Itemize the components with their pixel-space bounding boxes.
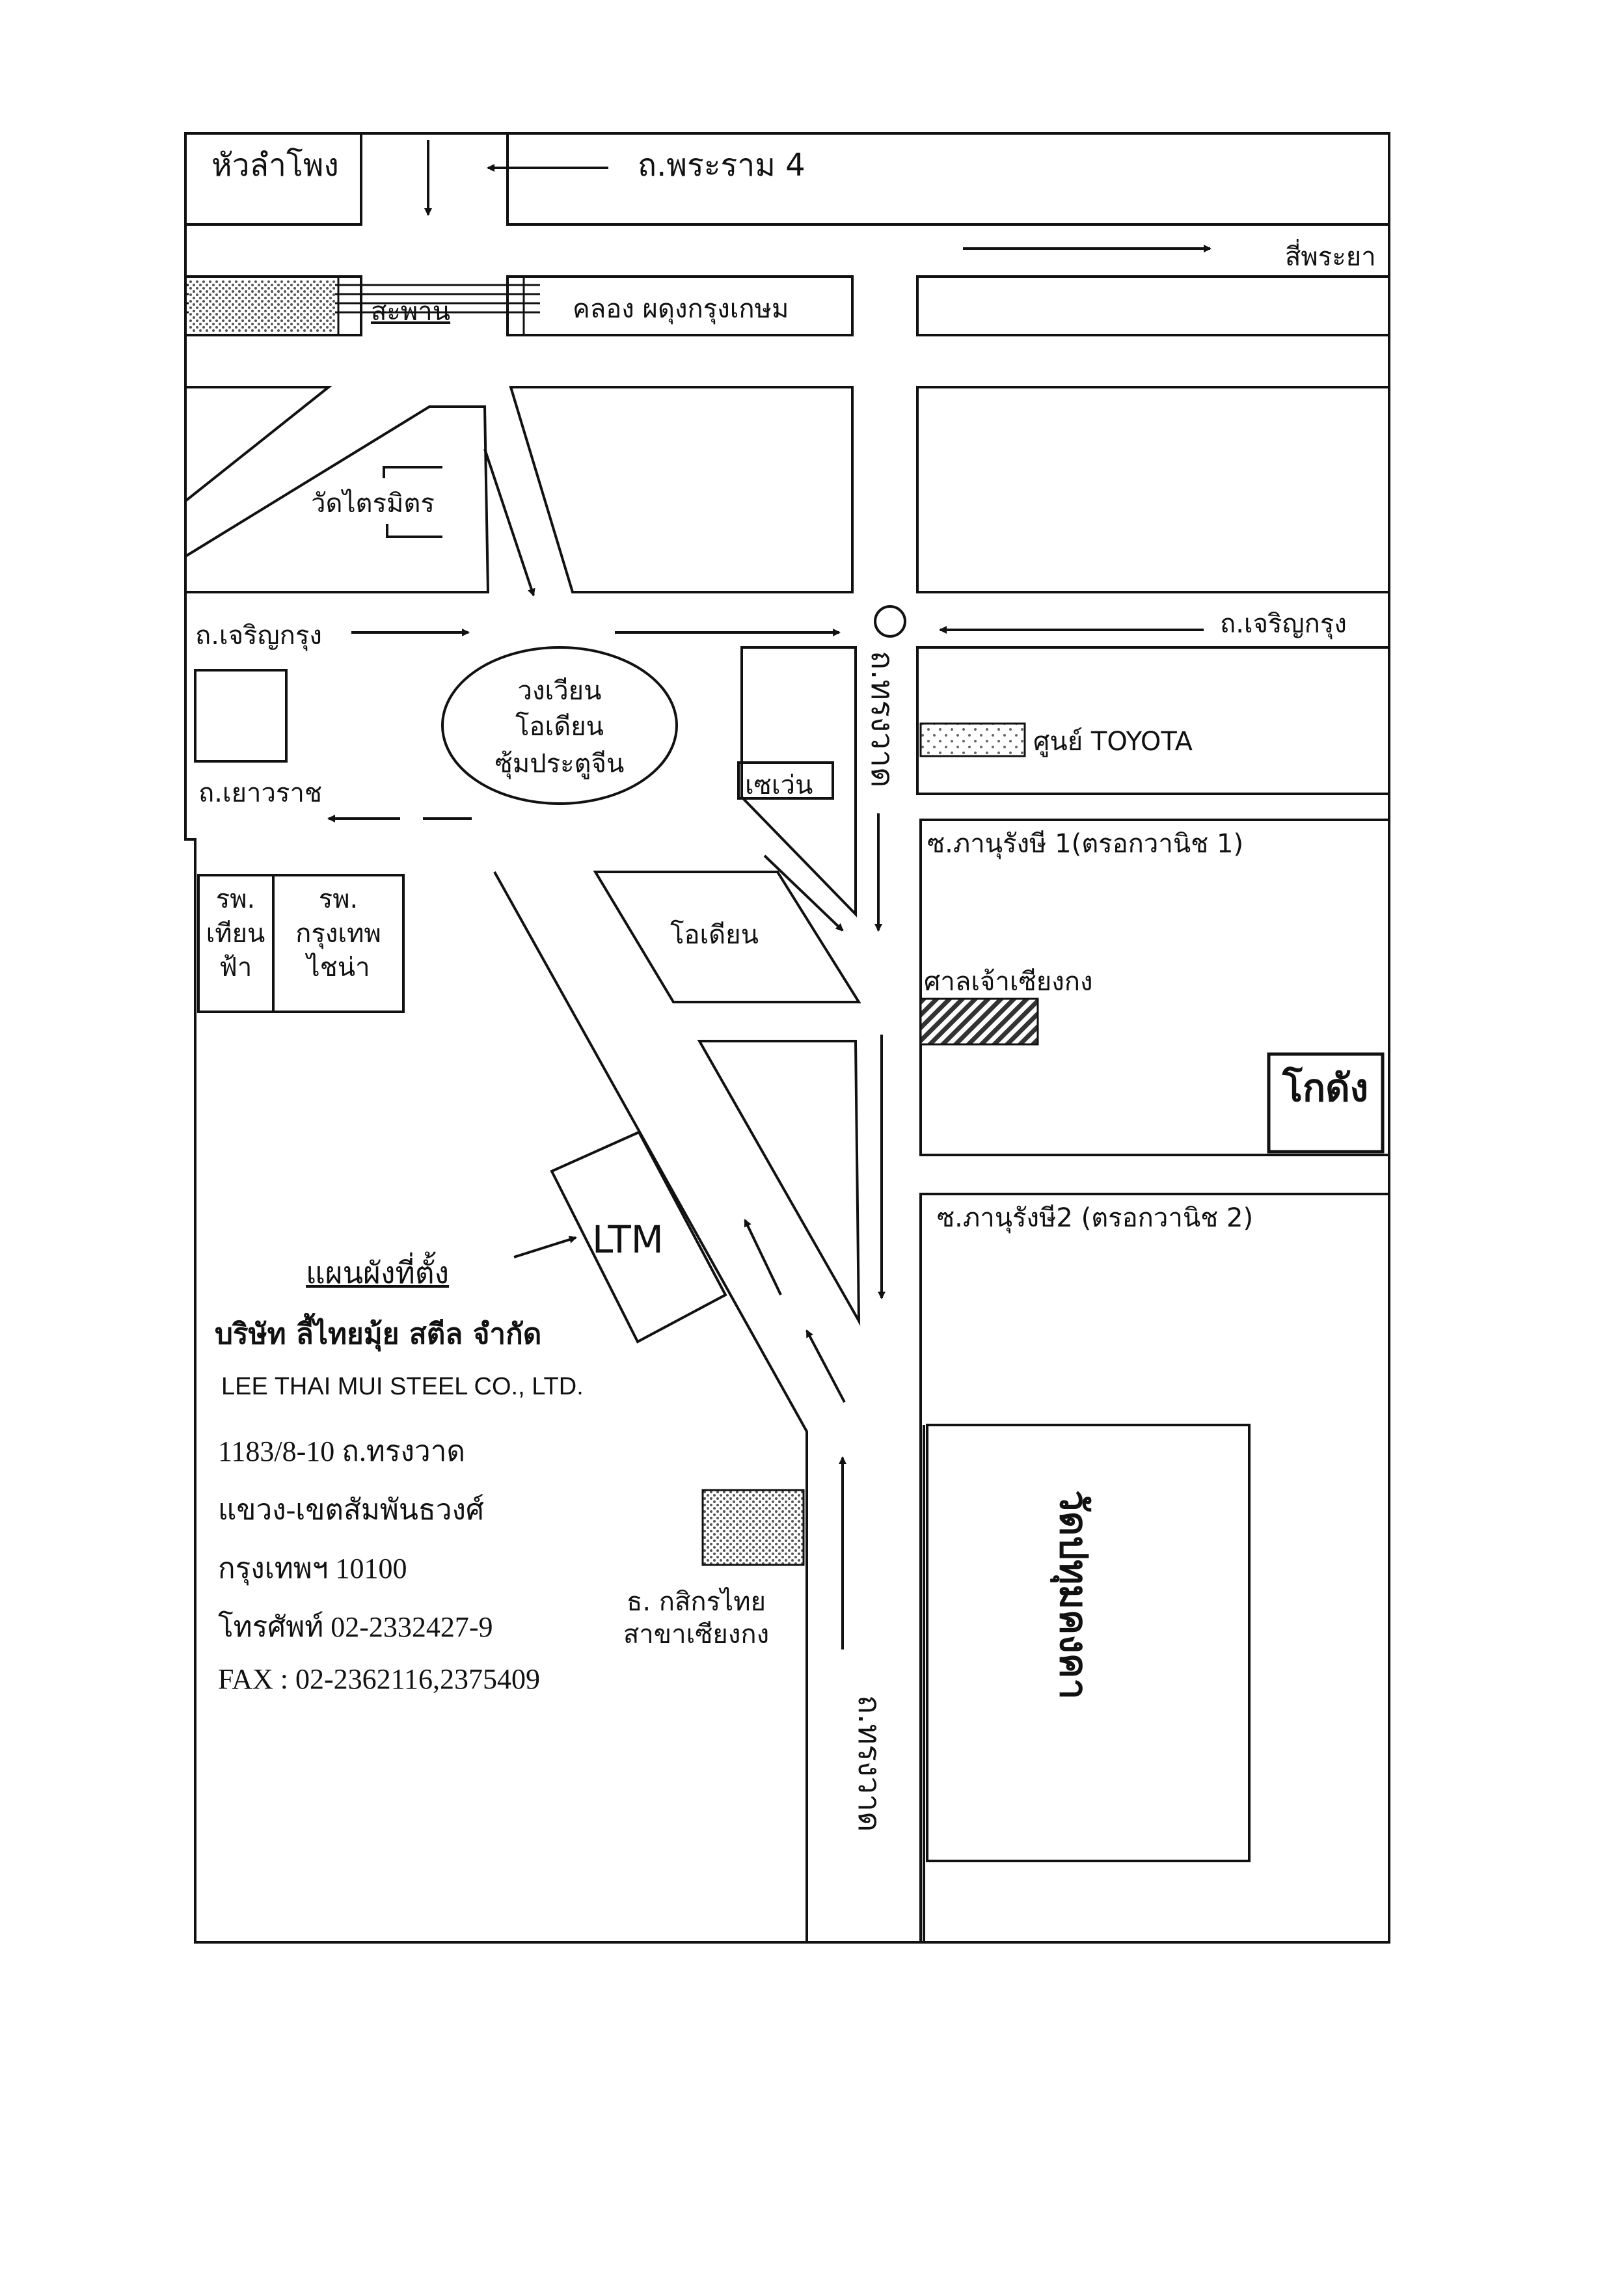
toyota-center-swatch bbox=[919, 722, 1026, 757]
block-soi1 bbox=[919, 819, 1390, 1156]
block-soi2 bbox=[919, 1193, 1390, 1944]
label-bridge: สะพาน bbox=[371, 297, 450, 327]
label-hosp-bkk-china-1: รพ. bbox=[319, 884, 359, 914]
label-toyota: ศูนย์ TOYOTA bbox=[1033, 727, 1193, 757]
roundabout-marker bbox=[874, 605, 906, 638]
odeon-circle bbox=[441, 646, 678, 805]
arrow-northwest-1 bbox=[744, 1219, 782, 1296]
label-canal: คลอง ผดุงกรุงเกษม bbox=[573, 294, 789, 325]
label-warehouse: โกดัง bbox=[1282, 1065, 1368, 1110]
label-yaowarat: ถ.เยาวราช bbox=[198, 778, 322, 808]
company-name-th: บริษัท ลี้ไทยมุ้ย สตีล จำกัด bbox=[215, 1318, 542, 1351]
address-line-2: แขวง-เขตสัมพันธวงศ์ bbox=[218, 1494, 484, 1526]
wat-pathum-box bbox=[926, 1424, 1251, 1862]
block-canal-left bbox=[184, 275, 362, 336]
company-name-en: LEE THAI MUI STEEL CO., LTD. bbox=[221, 1373, 584, 1400]
label-rama4: ถ.พระราม 4 bbox=[638, 147, 805, 183]
block-south-triangle bbox=[697, 1040, 861, 1326]
wat-traimit-bracket bbox=[383, 466, 442, 478]
label-wat-traimit: วัดไตรมิตร bbox=[311, 489, 435, 519]
block-west-upper bbox=[184, 386, 332, 504]
label-wat-pathum: วัดปทุมคงคา bbox=[1049, 1490, 1096, 1700]
block-west-mid bbox=[194, 669, 288, 763]
label-hua-lamphong: หัวลำโพง bbox=[211, 147, 339, 183]
label-charoen-krung-right: ถ.เจริญกรุง bbox=[1220, 609, 1347, 640]
hospital-bangkok-china bbox=[272, 874, 405, 1013]
label-si-phraya: สี่พระยา bbox=[1285, 239, 1376, 272]
canal-shaded-area bbox=[189, 280, 335, 332]
wat-traimit-bracket-lower bbox=[386, 524, 442, 538]
label-seven-eleven: เซเว่น bbox=[745, 770, 813, 800]
block-central-north bbox=[509, 386, 854, 593]
label-soi-2: ซ.ภานุรังษี2 (ตรอกวานิช 2) bbox=[937, 1203, 1253, 1234]
label-ltm: LTM bbox=[592, 1217, 664, 1262]
block-rama4-north bbox=[506, 132, 1390, 226]
map-title: แผนผังที่ตั้ง bbox=[306, 1255, 450, 1290]
label-charoen-krung-left: ถ.เจริญกรุง bbox=[195, 621, 322, 651]
address-line-3: กรุงเทพฯ 10100 bbox=[218, 1553, 407, 1584]
diagonal-road-west-edge bbox=[493, 871, 808, 1942]
ltm-building bbox=[550, 1130, 727, 1344]
label-bank-2: สาขาเซียงกง bbox=[623, 1620, 769, 1649]
label-circle-3: ซุ้มประตูจีน bbox=[495, 749, 625, 780]
label-circle-1: วงเวียน bbox=[518, 676, 602, 706]
block-seven-eleven bbox=[740, 646, 857, 917]
label-song-wat-lower: ถ.ทรงวาด bbox=[851, 1695, 887, 1832]
arrow-southeast-odeon bbox=[763, 854, 844, 932]
kasikorn-bank-swatch bbox=[701, 1489, 805, 1566]
label-hosp-bkk-china-2: กรุงเทพ bbox=[295, 919, 381, 949]
label-bank-1: ธ. กสิกรไทย bbox=[627, 1587, 766, 1617]
label-shrine: ศาลเจ้าเซียงกง bbox=[924, 967, 1092, 997]
address-line-1: 1183/8-10 ถ.ทรงวาด bbox=[218, 1435, 465, 1467]
seven-eleven-shop bbox=[737, 761, 834, 800]
phone-number: โทรศัพท์ 02-2332427-9 bbox=[218, 1611, 493, 1643]
fax-number: FAX : 02-2362116,2375409 bbox=[218, 1663, 540, 1695]
label-hosp-tian-fa-2: เทียน bbox=[206, 919, 265, 949]
block-east-north bbox=[916, 386, 1390, 593]
arrow-diagonal-southeast bbox=[483, 448, 535, 597]
block-hua-lamphong bbox=[184, 132, 362, 226]
block-wat-traimit bbox=[184, 405, 490, 593]
block-odeon bbox=[593, 871, 861, 1003]
block-canal-right bbox=[916, 275, 1390, 336]
label-hosp-tian-fa-3: ฟ้า bbox=[219, 953, 252, 983]
label-odeon: โอเดียน bbox=[670, 920, 759, 950]
block-canal-mid bbox=[506, 275, 854, 336]
label-hosp-tian-fa-1: รพ. bbox=[216, 884, 256, 914]
block-east-toyota bbox=[916, 646, 1390, 795]
label-hosp-bkk-china-3: ไชน่า bbox=[304, 953, 370, 983]
warehouse-box bbox=[1267, 1052, 1385, 1154]
label-song-wat-upper: ถ.ทรงวาด bbox=[864, 651, 900, 787]
arrow-northwest-2 bbox=[805, 1329, 846, 1403]
label-circle-2: โอเดียน bbox=[515, 712, 604, 742]
shrine-swatch bbox=[919, 998, 1039, 1046]
label-soi-1: ซ.ภานุรังษี 1(ตรอกวานิช 1) bbox=[927, 829, 1243, 860]
arrow-to-ltm bbox=[513, 1236, 577, 1258]
